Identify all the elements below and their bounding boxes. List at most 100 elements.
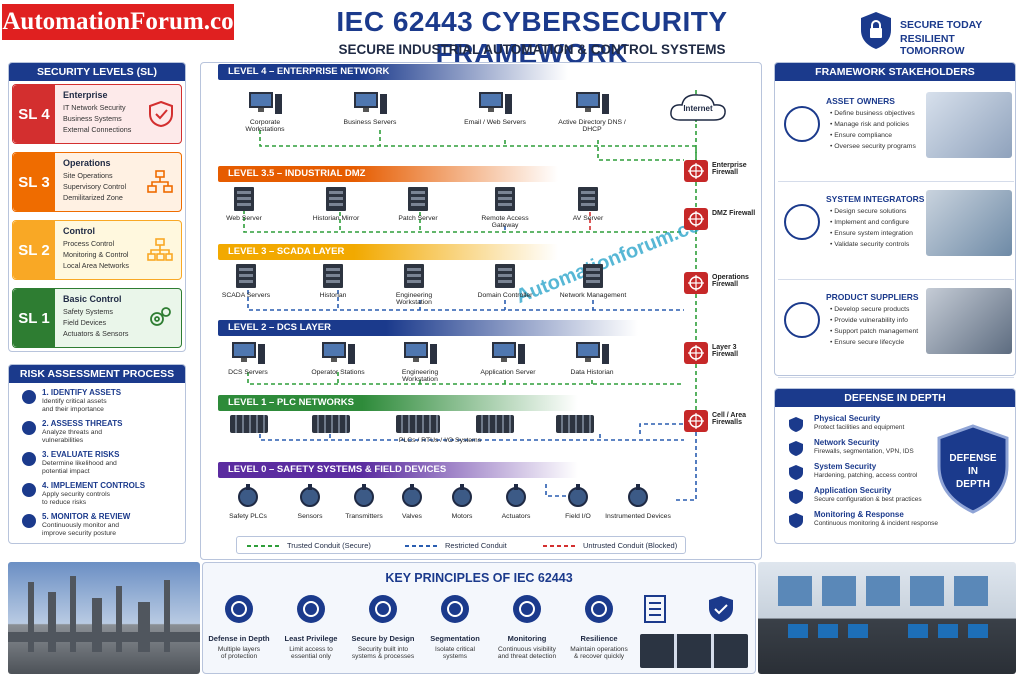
network-device[interactable]: Field I/O xyxy=(543,484,613,520)
network-device[interactable]: Data Historian xyxy=(557,340,627,376)
field-device-icon xyxy=(230,484,266,510)
network-device[interactable]: DCS Servers xyxy=(213,340,283,376)
device-label: Field I/O xyxy=(565,513,591,520)
firewall-icon[interactable] xyxy=(684,342,708,364)
plc-rack-icon[interactable] xyxy=(312,415,350,433)
field-device-icon xyxy=(498,484,534,510)
hierarchy-icon xyxy=(438,592,472,626)
stakeholder-card[interactable]: PRODUCT SUPPLIERS• Develop secure produc… xyxy=(778,280,1014,378)
network-tree-icon xyxy=(147,237,173,268)
device-label: Business Servers xyxy=(343,119,397,126)
firewall-icon[interactable] xyxy=(684,410,708,432)
network-device[interactable]: Email / Web Servers xyxy=(460,90,530,126)
principle-desc: systems xyxy=(442,653,468,660)
shield-check-icon xyxy=(582,592,616,626)
building-icon xyxy=(788,416,804,432)
network-device[interactable]: Domain Controller xyxy=(470,263,540,299)
firewall-icon[interactable] xyxy=(684,272,708,294)
badge-line-1: SECURE TODAY xyxy=(900,19,983,31)
firewall-label: Enterprise Firewall xyxy=(712,162,747,176)
stakeholder-bullet: • Ensure system integration xyxy=(830,230,913,237)
sl-line: Monitoring & Control xyxy=(63,250,129,259)
network-icon xyxy=(788,440,804,456)
level-bar-3: LEVEL 2 – DCS LAYER xyxy=(218,320,638,336)
server-icon xyxy=(487,186,523,212)
network-device[interactable]: Actuators xyxy=(481,484,551,520)
network-device[interactable]: Historian xyxy=(298,263,368,299)
network-device[interactable]: Engineering Workstation xyxy=(379,263,449,306)
sl-line: Field Devices xyxy=(63,318,107,327)
network-device[interactable]: Application Server xyxy=(473,340,543,376)
device-label: Email / Web Servers xyxy=(464,119,526,126)
firewall-icon[interactable] xyxy=(684,160,708,182)
shield-lock-icon xyxy=(861,12,891,49)
network-device[interactable]: Transmitters xyxy=(329,484,399,520)
network-device[interactable]: Corporate Workstations xyxy=(230,90,300,133)
level-bar-4: LEVEL 1 – PLC NETWORKS xyxy=(218,395,578,411)
brand-logo[interactable]: AutomationForum.co xyxy=(2,4,234,40)
level-bar-0: LEVEL 4 – ENTERPRISE NETWORK xyxy=(218,64,568,80)
internet-cloud[interactable]: Internet xyxy=(668,90,728,124)
sl-name: Control xyxy=(63,226,95,236)
shield-icon xyxy=(937,424,1009,514)
risk-step-title: 2. ASSESS THREATS xyxy=(42,419,123,428)
network-device[interactable]: Safety PLCs xyxy=(213,484,283,520)
firewall-label: Layer 3 Firewall xyxy=(712,344,739,358)
device-label: Safety PLCs xyxy=(229,513,267,520)
network-device[interactable]: Instrumented Devices xyxy=(603,484,673,520)
network-device[interactable]: Engineering Workstation xyxy=(385,340,455,383)
stakeholder-bullet: • Ensure secure lifecycle xyxy=(830,339,905,346)
network-device[interactable]: Remote Access Gateway xyxy=(470,186,540,229)
workstation-icon xyxy=(490,340,526,366)
gear-check-icon xyxy=(788,512,804,528)
network-device[interactable]: Active Directory DNS / DHCP xyxy=(557,90,627,133)
network-device[interactable]: Operator Stations xyxy=(303,340,373,376)
key-principles-heading: KEY PRINCIPLES OF IEC 62443 xyxy=(385,571,573,585)
defense-shield: DEFENSE IN DEPTH xyxy=(936,424,1010,514)
server-icon xyxy=(226,186,262,212)
step-icon xyxy=(22,452,36,466)
network-device[interactable]: Valves xyxy=(377,484,447,520)
network-device[interactable]: Business Servers xyxy=(335,90,405,126)
network-device[interactable]: Historian Mirror xyxy=(301,186,371,222)
plc-rack-icon[interactable] xyxy=(230,415,268,433)
sl-line: Local Area Networks xyxy=(63,261,129,270)
principle-title: Resilience xyxy=(580,634,618,643)
network-device[interactable]: Motors xyxy=(427,484,497,520)
firewall-icon[interactable] xyxy=(684,208,708,230)
network-device[interactable]: Web Server xyxy=(209,186,279,222)
network-device[interactable]: SCADA Servers xyxy=(211,263,281,299)
device-label: Remote Access Gateway xyxy=(481,215,529,229)
plc-rack-icon[interactable] xyxy=(476,415,514,433)
gear-icon xyxy=(784,204,820,240)
network-device[interactable]: Network Management xyxy=(558,263,628,299)
network-device[interactable]: AV Server xyxy=(553,186,623,222)
plc-rack-icon[interactable] xyxy=(556,415,594,433)
plc-rack-icon[interactable] xyxy=(396,415,440,433)
network-device[interactable]: Patch Server xyxy=(383,186,453,222)
network-device[interactable]: Sensors xyxy=(275,484,345,520)
stakeholder-card[interactable]: ASSET OWNERS• Define business objectives… xyxy=(778,84,1014,182)
server-icon xyxy=(570,186,606,212)
stakeholder-card[interactable]: SYSTEM INTEGRATORS• Design secure soluti… xyxy=(778,182,1014,280)
